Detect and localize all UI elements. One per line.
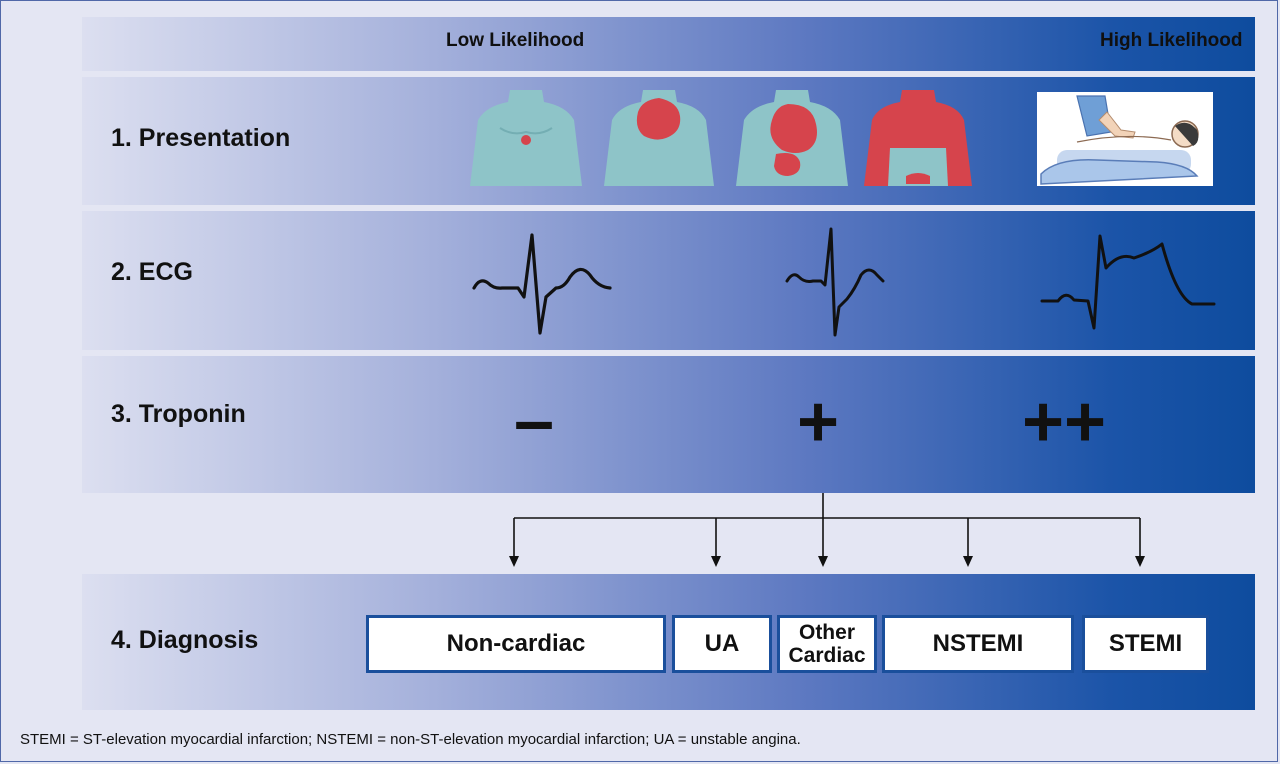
ecg-row-band	[82, 211, 1255, 350]
diagnosis-other-cardiac-box: Other Cardiac	[777, 615, 877, 673]
torso-radiating-pain-icon	[736, 90, 848, 186]
ecg-label: 2. ECG	[111, 258, 193, 286]
presentation-label: 1. Presentation	[111, 124, 291, 152]
diagnosis-nstemi-box: NSTEMI	[882, 615, 1074, 673]
abbreviations-footnote: STEMI = ST-elevation myocardial infarcti…	[20, 731, 801, 748]
diagnosis-stemi-label: STEMI	[1108, 630, 1183, 657]
diagnosis-non-cardiac-label: Non-cardiac	[446, 630, 586, 657]
diagnosis-ua-label: UA	[704, 630, 740, 657]
ecg-st-elevation-trace	[1040, 234, 1216, 330]
ecg-st-depression-trace	[785, 227, 885, 337]
likelihood-header-band	[82, 17, 1255, 71]
cpr-patient-icon	[1037, 92, 1213, 186]
torso-diffuse-pain-icon	[864, 90, 972, 186]
high-likelihood-label: High Likelihood	[1100, 30, 1243, 51]
troponin-label: 3. Troponin	[111, 400, 246, 428]
troponin-strong-positive-sign: ++	[1022, 382, 1107, 462]
diagnosis-stemi-box: STEMI	[1082, 615, 1209, 673]
troponin-row-band	[82, 356, 1255, 493]
diagnosis-other-cardiac-label: Other Cardiac	[788, 621, 866, 667]
diagnosis-non-cardiac-box: Non-cardiac	[366, 615, 666, 673]
torso-central-pain-icon	[604, 90, 714, 186]
diagnosis-nstemi-label: NSTEMI	[932, 630, 1024, 657]
diagnosis-ua-box: UA	[672, 615, 772, 673]
low-likelihood-label: Low Likelihood	[446, 30, 585, 51]
troponin-positive-sign: +	[797, 382, 840, 462]
diagnosis-label: 4. Diagnosis	[111, 626, 259, 654]
troponin-negative-sign: –	[514, 381, 555, 461]
ecg-normal-trace	[472, 233, 612, 335]
torso-focal-pain-icon	[470, 90, 582, 186]
